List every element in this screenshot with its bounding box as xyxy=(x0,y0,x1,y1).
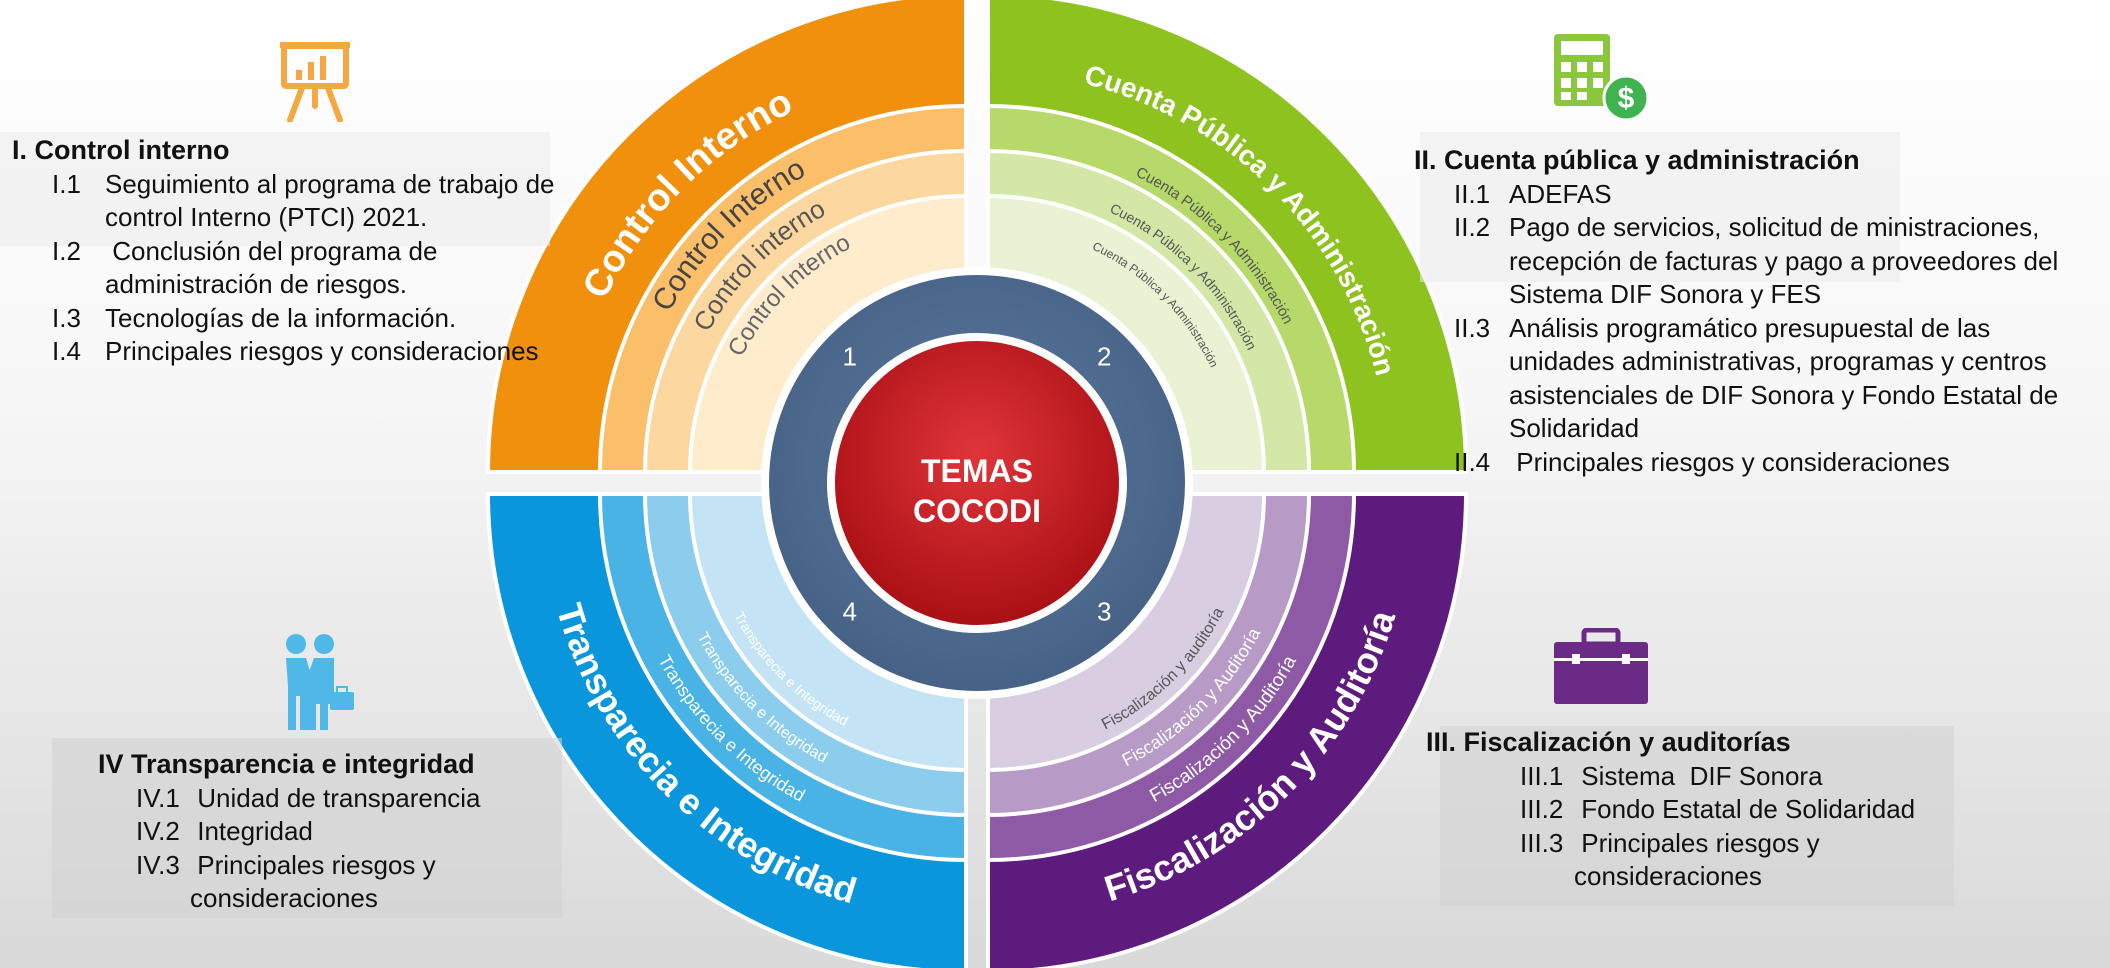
panel-item-code: I.3 xyxy=(52,302,81,333)
panel-bg-transparencia xyxy=(52,738,562,918)
panel-item-text: Principales riesgos y xyxy=(1574,827,1820,858)
panel-item-text: ADEFAS xyxy=(1509,178,1612,209)
panel-item-text: Tecnologías de la información. xyxy=(105,302,457,333)
panel-item-continuation: consideraciones xyxy=(98,882,481,916)
panel-item-code: I.4 xyxy=(52,336,81,366)
panel-item: II.4 Principales riesgos y consideracion… xyxy=(1414,446,2058,480)
panel-item-code: III.1 xyxy=(1520,760,1564,791)
panel-item-continuation: control Interno (PTCI) 2021. xyxy=(12,201,555,235)
panel-item-text: Fondo Estatal de Solidaridad xyxy=(1574,794,1916,824)
svg-text:$: $ xyxy=(1618,82,1635,115)
panel-item-continuation: recepción de facturas y pago a proveedor… xyxy=(1414,245,2058,279)
panel-item-code: II.2 xyxy=(1454,212,1491,242)
panel-item-continuation: consideraciones xyxy=(1426,860,1915,894)
panel-item: II.2 Pago de servicios, solicitud de mini… xyxy=(1414,211,2058,245)
center-circle xyxy=(827,333,1127,633)
panel-item-code: IV.1 xyxy=(136,782,180,813)
quadrant-number-3: 3 xyxy=(1097,596,1111,626)
panel-item-code: II.1 xyxy=(1454,178,1491,209)
handshake-icon xyxy=(286,634,354,730)
panel-item-text: Seguimiento al programa de trabajo de xyxy=(105,168,555,199)
panel-item-code: II.3 xyxy=(1454,312,1491,343)
panel-bg-control xyxy=(0,132,550,246)
panel-item-text: asistenciales de DIF Sonora y Fondo Esta… xyxy=(1509,379,2059,410)
center-title-line2: COCODI xyxy=(913,493,1041,529)
presentation-board-icon xyxy=(280,42,350,122)
panel-item-list: II.1 ADEFAS II.2 Pago de servicios, solicit… xyxy=(1414,178,2058,480)
panel-item-code: I.1 xyxy=(52,168,81,199)
quadrant-number-1: 1 xyxy=(842,342,856,372)
panel-item: II.1 ADEFAS xyxy=(1414,178,2058,212)
panel-item: IV.3 Principales riesgos y xyxy=(98,849,481,883)
panel-heading: I. Control interno xyxy=(12,135,230,165)
panel-item-text: administración de riesgos. xyxy=(105,269,408,299)
panel-item-text: Integridad xyxy=(190,816,313,846)
panel-cuenta-publica: II. Cuenta pública y administración II.1… xyxy=(1414,144,2058,479)
panel-item: III.2 Fondo Estatal de Solidaridad xyxy=(1426,793,1915,827)
panel-item-text: consideraciones xyxy=(190,883,378,913)
panel-fiscalizacion: III. Fiscalización y auditorías III.1 Si… xyxy=(1426,726,1915,894)
panel-item: IV.2 Integridad xyxy=(98,815,481,849)
panel-item-text: consideraciones xyxy=(1574,861,1762,891)
panel-item: IV.1 Unidad de transparencia xyxy=(98,782,481,816)
panel-item-text: Unidad de transparencia xyxy=(190,782,481,813)
panel-control-interno: I. Control interno I.1 Seguimiento al pro… xyxy=(12,134,555,369)
panel-item-continuation: Solidaridad xyxy=(1414,412,2058,446)
panel-item-continuation: Sistema DIF Sonora y FES xyxy=(1414,278,2058,312)
panel-item: I.4 Principales riesgos y consideraciones xyxy=(12,335,555,369)
panel-item: II.3 Análisis programático presupuestal d… xyxy=(1414,312,2058,346)
panel-item-code: III.3 xyxy=(1520,827,1564,858)
panel-item-text: control Interno (PTCI) 2021. xyxy=(105,202,428,232)
panel-bg-fiscalizacion xyxy=(1440,726,1954,906)
panel-item-text: Principales riesgos y consideraciones xyxy=(105,336,539,366)
panel-item-text: unidades administrativas, programas y ce… xyxy=(1509,346,2047,376)
panel-item: I.1 Seguimiento al programa de trabajo de xyxy=(12,168,555,202)
panel-item-code: IV.3 xyxy=(136,849,180,880)
panel-heading: IV Transparencia e integridad xyxy=(98,749,475,779)
panel-item-text: recepción de facturas y pago a proveedor… xyxy=(1509,245,2059,276)
panel-item: I.2 Conclusión del programa de xyxy=(12,235,555,269)
quadrant-number-4: 4 xyxy=(842,596,856,626)
panel-item-continuation: administración de riesgos. xyxy=(12,268,555,302)
center-title-line1: TEMAS xyxy=(921,453,1033,489)
quadrant-number-2: 2 xyxy=(1097,342,1111,372)
panel-item-code: IV.2 xyxy=(136,816,180,846)
panel-item-text: Conclusión del programa de xyxy=(105,235,438,266)
panel-item-code: I.2 xyxy=(52,235,81,266)
panel-transparencia: IV Transparencia e integridad IV.1 Unida… xyxy=(98,748,481,916)
panel-item: I.3 Tecnologías de la información. xyxy=(12,302,555,336)
panel-item-list: I.1 Seguimiento al programa de trabajo de… xyxy=(12,168,555,369)
panel-item-text: Principales riesgos y xyxy=(190,849,436,880)
panel-item-text: Solidaridad xyxy=(1509,413,1640,443)
panel-item-text: Análisis programático presupuestal de la… xyxy=(1509,312,1991,343)
panel-item-code: II.4 xyxy=(1454,446,1491,477)
panel-item-text: Pago de servicios, solicitud de ministra… xyxy=(1509,212,2040,242)
panel-item-text: Sistema DIF Sonora xyxy=(1574,760,1823,791)
panel-bg-cuenta xyxy=(1420,132,1900,282)
panel-item: III.3 Principales riesgos y xyxy=(1426,827,1915,861)
panel-item-continuation: unidades administrativas, programas y ce… xyxy=(1414,345,2058,379)
briefcase-icon xyxy=(1554,628,1648,704)
panel-item: III.1 Sistema DIF Sonora xyxy=(1426,760,1915,794)
panel-item-code: III.2 xyxy=(1520,794,1564,824)
panel-heading: III. Fiscalización y auditorías xyxy=(1426,727,1791,757)
panel-heading: II. Cuenta pública y administración xyxy=(1414,145,1860,175)
calculator-money-icon: $ xyxy=(1554,34,1650,122)
panel-item-text: Sistema DIF Sonora y FES xyxy=(1509,279,1822,309)
panel-item-text: Principales riesgos y consideraciones xyxy=(1509,446,1950,477)
quadrant-numbers: 1 2 3 4 xyxy=(842,342,1111,627)
panel-item-continuation: asistenciales de DIF Sonora y Fondo Esta… xyxy=(1414,379,2058,413)
